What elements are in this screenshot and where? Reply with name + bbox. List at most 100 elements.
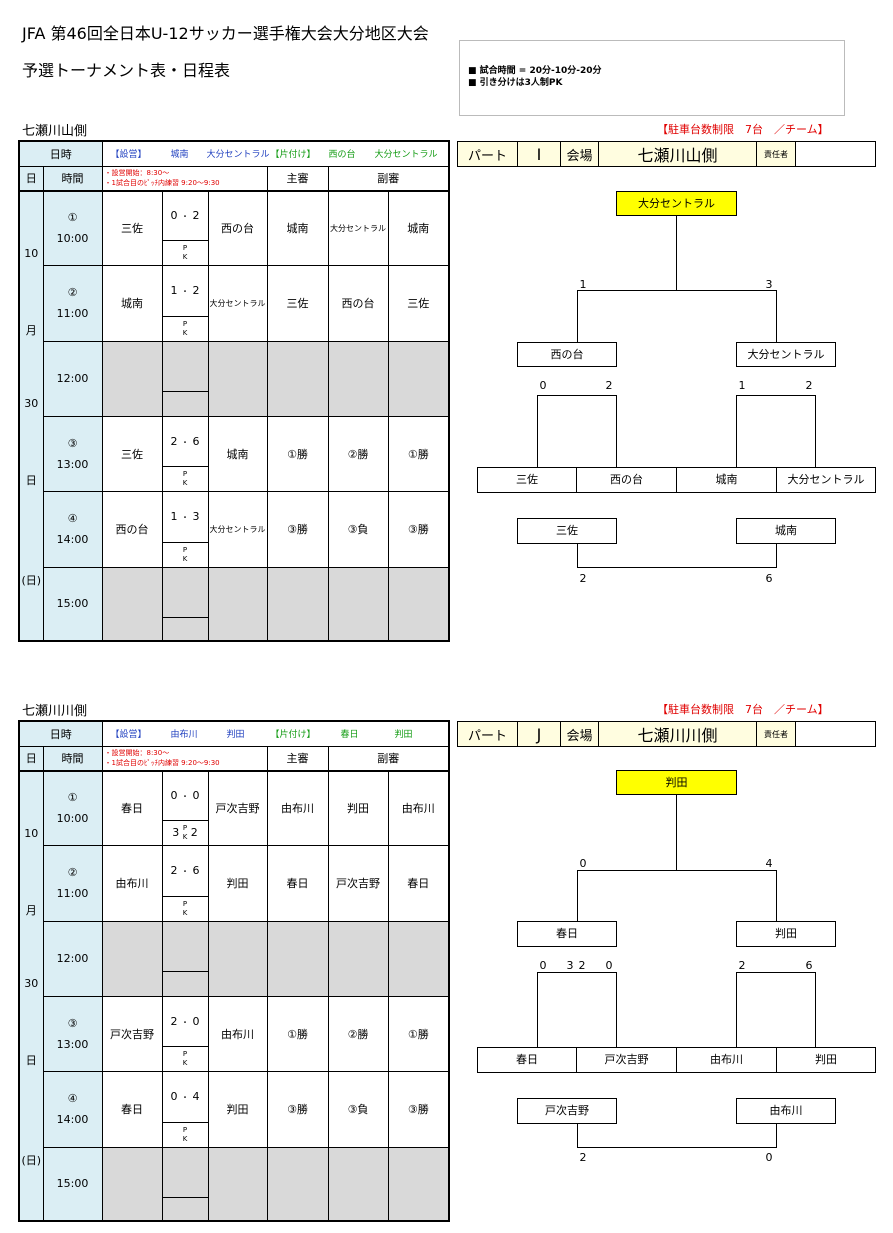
kickoff-time: 14:00 — [56, 1113, 89, 1126]
semi1-pk-right: 2 — [578, 959, 586, 972]
score-home: 0 — [170, 209, 178, 223]
score-sep: ・ — [181, 1093, 189, 1102]
date-30: 30 — [24, 977, 39, 990]
home-team: 戸次吉野 — [101, 995, 163, 1072]
header-time: 時間 — [42, 165, 103, 192]
part-header: パート J 会場 七瀬川川側 責任者 — [457, 721, 876, 747]
third-place-right-box: 城南 — [736, 518, 836, 544]
semi1-pk-left: 3 — [566, 959, 574, 972]
sub-referee-1: 大分セントラル — [327, 190, 389, 266]
referee: 三佐 — [266, 264, 329, 342]
empty-cell — [161, 1146, 209, 1198]
empty-cell — [207, 340, 268, 417]
header-sub-referee: 副審 — [327, 165, 451, 192]
semifinal-right-box: 大分セントラル — [736, 342, 836, 367]
empty-cell — [327, 920, 389, 997]
referee: ③勝 — [266, 490, 329, 568]
semi2-score-left: 2 — [738, 959, 746, 972]
part-header: パート Ⅰ 会場 七瀬川山側 責任者 — [457, 141, 876, 167]
bracket-line — [537, 395, 538, 467]
sub-referee-1: 戸次吉野 — [327, 844, 389, 922]
kickoff-time: 12:00 — [56, 372, 89, 385]
header-sub-referee: 副審 — [327, 745, 451, 772]
team-box: 由布川 — [676, 1047, 777, 1073]
sub-referee-1: ②勝 — [327, 415, 389, 492]
cleanup-team-1: 西の台 — [328, 150, 356, 161]
date-10: 10 — [24, 247, 39, 260]
date-day: 日 — [25, 474, 37, 487]
rule-draw: ■ 引き分けは3人制PK — [468, 78, 563, 88]
setup-notes: ・設営開始：8:30～・1試合目のﾋﾟｯﾁ内練習 9:20～9:30 — [101, 745, 268, 772]
home-team: 西の台 — [101, 490, 163, 568]
score-cell: 1 ・ 3 — [161, 490, 209, 543]
away-team: 大分セントラル — [207, 490, 268, 568]
score-sep: ・ — [181, 212, 189, 222]
away-team: 由布川 — [207, 995, 268, 1072]
pk-label-p: P — [182, 319, 188, 328]
score-away: 2 — [192, 209, 200, 223]
date-30: 30 — [24, 397, 39, 410]
bracket-line — [577, 1124, 578, 1148]
third-place-left-box: 三佐 — [517, 518, 617, 544]
sub-referee-2: ①勝 — [387, 995, 451, 1072]
score-sep: ・ — [181, 437, 189, 447]
empty-cell — [161, 340, 209, 392]
empty-cell — [327, 340, 389, 417]
score-away: 0 — [192, 1014, 200, 1028]
sub-referee-2: ③勝 — [387, 1070, 451, 1148]
away-team: 西の台 — [207, 190, 268, 266]
team-box: 春日 — [477, 1047, 577, 1073]
empty-cell — [161, 920, 209, 972]
kickoff-time: 15:00 — [56, 597, 89, 611]
venue-label: 会場 — [560, 721, 599, 747]
pk-label-p: P — [182, 469, 188, 478]
bracket-line — [676, 216, 677, 291]
pk-label-k: K — [182, 328, 188, 337]
final-score-left: 0 — [579, 857, 587, 870]
pk-label-k: K — [182, 252, 188, 261]
time-cell: 12:00 — [42, 340, 103, 417]
match-no: ② — [67, 866, 78, 879]
semi2-score-left: 1 — [738, 379, 746, 392]
bracket-line — [736, 972, 816, 973]
empty-cell — [207, 1146, 268, 1222]
kickoff-time: 15:00 — [56, 1177, 89, 1191]
empty-cell — [387, 566, 451, 642]
venue-name: 七瀬川山側 — [598, 141, 757, 167]
away-team: 判田 — [207, 844, 268, 922]
pk-label-k: K — [182, 832, 188, 841]
score-home: 0 — [170, 789, 178, 803]
score-away: 0 — [192, 789, 200, 803]
pk-score-home: 3 — [172, 825, 180, 839]
match-no: ① — [67, 211, 78, 225]
sub-referee-1: 判田 — [327, 770, 389, 846]
page-subtitle: 予選トーナメント表・日程表 — [22, 61, 231, 80]
match-no: ① — [67, 791, 78, 805]
sub-referee-2: 由布川 — [387, 770, 451, 846]
bracket-line — [736, 395, 816, 396]
setup-team-1: 由布川 — [170, 730, 198, 741]
bracket-line — [776, 290, 777, 342]
match-no: ③ — [67, 436, 78, 450]
home-team: 三佐 — [101, 415, 163, 492]
empty-cell — [266, 566, 329, 642]
third-place-left-box: 戸次吉野 — [517, 1098, 617, 1124]
sub-referee-2: 城南 — [387, 190, 451, 266]
date-month: 月 — [25, 324, 37, 337]
parking-limit: 【駐車台数制限 7台 ／チーム】 — [657, 703, 829, 716]
cleanup-team-2: 大分セントラル — [374, 150, 438, 161]
part-letter: Ⅰ — [517, 141, 561, 167]
sub-referee-1: ③負 — [327, 490, 389, 568]
team-box: 大分セントラル — [776, 467, 876, 493]
kickoff-time: 11:00 — [56, 307, 89, 320]
pk-label-k: K — [182, 1134, 188, 1143]
bracket-line — [776, 1124, 777, 1148]
pk-label-k: K — [182, 554, 188, 563]
cleanup-label: 【片付け】 — [270, 730, 316, 741]
